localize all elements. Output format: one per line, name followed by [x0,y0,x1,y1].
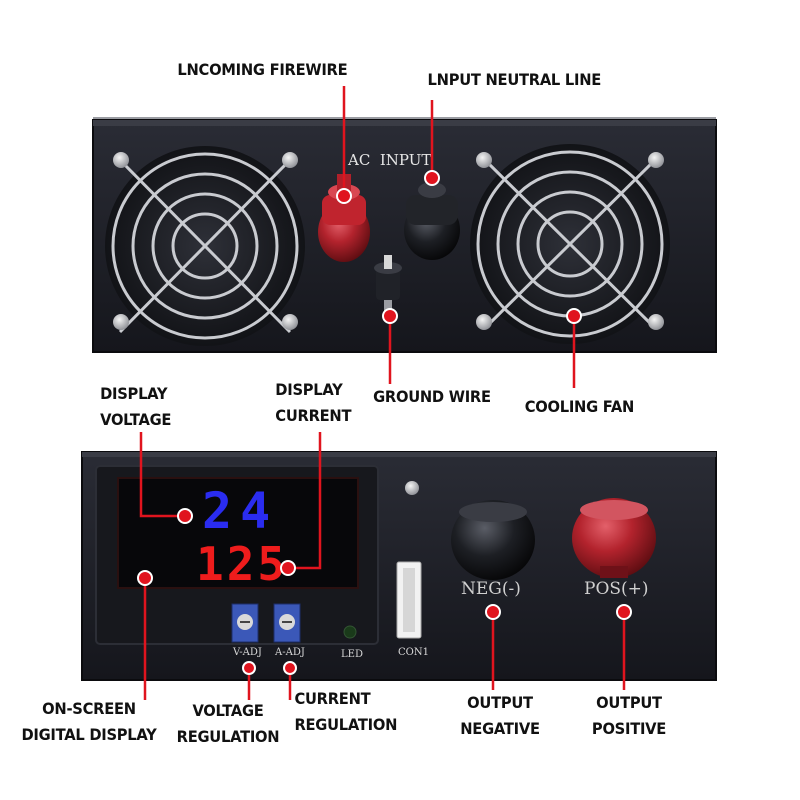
led-label: LED [341,649,363,660]
current-regulation-label: CURRENT REGULATION [294,686,397,738]
display-voltage-line1: DISPLAY [100,384,168,403]
current-readout: 125 [196,537,288,591]
on-screen-line1: ON-SCREEN [42,699,136,718]
ac-input-label: AC INPUT [347,151,431,169]
display-voltage-label: DISPLAY VOLTAGE [100,381,171,433]
display-current-label: DISPLAY CURRENT [275,377,351,429]
display-current-line2: CURRENT [275,406,352,425]
neg-label: NEG(-) [461,579,521,599]
on-screen-line2: DIGITAL DISPLAY [21,725,157,744]
output-positive-line2: POSITIVE [591,719,667,738]
leader-dots [137,170,632,675]
con1-label: CON1 [398,647,429,658]
voltage-regulation-line2: REGULATION [176,727,280,746]
output-negative-line1: OUTPUT [467,693,533,712]
front-panel [92,117,717,353]
output-positive-line1: OUTPUT [596,693,662,712]
display-voltage-line2: VOLTAGE [100,410,172,429]
output-negative-line2: NEGATIVE [460,719,540,738]
output-positive-terminal [572,498,656,578]
digital-display-screen [117,477,359,589]
output-negative-label: OUTPUT NEGATIVE [449,690,550,742]
display-current-line1: DISPLAY [275,380,343,399]
current-regulation-line2: REGULATION [294,715,398,734]
ground-wire-label: GROUND WIRE [373,387,491,406]
con1-connector [396,561,422,639]
pos-label: POS(+) [584,579,649,599]
led-indicator [343,625,357,639]
voltage-regulation-label: VOLTAGE REGULATION [173,698,283,750]
input-neutral-line-label: LNPUT NEUTRAL LINE [427,70,602,89]
leader-lines [139,86,626,700]
v-adj-label: V-ADJ [232,647,262,658]
a-adj-potentiometer [273,603,301,643]
voltage-readout: 24 [202,482,278,540]
incoming-firewire-label: LNCOMING FIREWIRE [177,60,348,79]
cooling-fan-left [105,146,305,346]
current-regulation-line1: CURRENT [294,689,371,708]
a-adj-label: A-ADJ [274,647,305,658]
rear-panel [81,451,717,681]
neutral-line-terminal [404,182,460,260]
on-screen-digital-display-label: ON-SCREEN DIGITAL DISPLAY [20,696,158,748]
voltage-regulation-line1: VOLTAGE [192,701,264,720]
output-positive-label: OUTPUT POSITIVE [578,690,679,742]
cooling-fan-label: COOLING FAN [524,397,635,416]
output-negative-terminal [451,500,535,580]
v-adj-potentiometer [231,603,259,643]
